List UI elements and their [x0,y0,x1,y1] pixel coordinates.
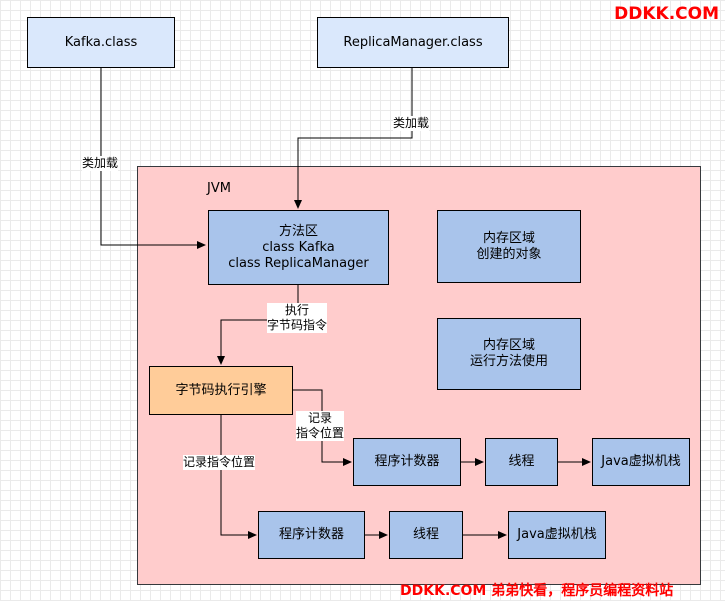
watermark-bottom: DDKK.COM 弟弟快看，程序员编程资料站 [400,583,674,599]
jvm-title: JVM [207,181,231,196]
exec-bytecode-label: 执行 字节码指令 [267,303,328,333]
jvm-stack-box-1[interactable]: Java虚拟机栈 [592,438,690,486]
program-counter-box-1[interactable]: 程序计数器 [353,438,461,486]
bytecode-engine-box[interactable]: 字节码执行引擎 [149,366,293,415]
jvm-stack-label-2: Java虚拟机栈 [517,527,597,542]
thread-box-2[interactable]: 线程 [389,511,463,559]
replica-manager-class-label: ReplicaManager.class [343,34,483,50]
method-area-box[interactable]: 方法区 class Kafka class ReplicaManager [208,210,389,285]
record-position-label-2: 记录指令位置 [183,455,256,470]
heap-objects-content: 内存区域 创建的对象 [476,231,541,263]
method-area-class-kafka: class Kafka [262,239,335,255]
class-load-label-1: 类加载 [82,156,119,171]
heap-runtime-line2: 运行方法使用 [469,354,548,369]
edge-kafka-to-method-area [100,68,206,249]
bytecode-engine-label: 字节码执行引擎 [175,382,267,398]
exec-label-line1: 执行 [285,303,310,317]
program-counter-label-1: 程序计数器 [374,454,440,469]
edge-engine-to-pc2 [220,415,257,539]
jvm-stack-box-2[interactable]: Java虚拟机栈 [508,511,606,559]
replica-manager-class-box[interactable]: ReplicaManager.class [317,17,509,68]
class-load-label-2: 类加载 [393,116,430,131]
heap-objects-box[interactable]: 内存区域 创建的对象 [437,210,581,283]
method-area-class-replica: class ReplicaManager [228,255,369,271]
thread-box-1[interactable]: 线程 [485,438,558,486]
edge-method-area-to-engine [217,285,299,365]
program-counter-box-2[interactable]: 程序计数器 [258,511,365,559]
method-area-content: 方法区 class Kafka class ReplicaManager [228,224,368,272]
jvm-stack-label-1: Java虚拟机栈 [601,454,681,469]
record1-line1: 记录 [308,411,333,425]
record1-line2: 指令位置 [296,426,345,440]
program-counter-label-2: 程序计数器 [278,527,344,542]
kafka-class-box[interactable]: Kafka.class [27,17,175,68]
heap-runtime-content: 内存区域 运行方法使用 [470,338,548,370]
thread-label-1: 线程 [508,454,535,469]
heap-objects-line1: 内存区域 [482,230,535,246]
kafka-class-label: Kafka.class [64,34,138,50]
heap-objects-line2: 创建的对象 [476,246,542,262]
heap-runtime-box[interactable]: 内存区域 运行方法使用 [437,318,581,390]
heap-runtime-line1: 内存区域 [482,338,535,353]
edge-replica-to-method-area [294,68,413,209]
record-position-label-1: 记录 指令位置 [296,411,345,441]
exec-label-line2: 字节码指令 [267,318,328,332]
method-area-title: 方法区 [278,223,318,239]
watermark-top: DDKK.COM [614,4,719,24]
thread-label-2: 线程 [412,527,439,542]
